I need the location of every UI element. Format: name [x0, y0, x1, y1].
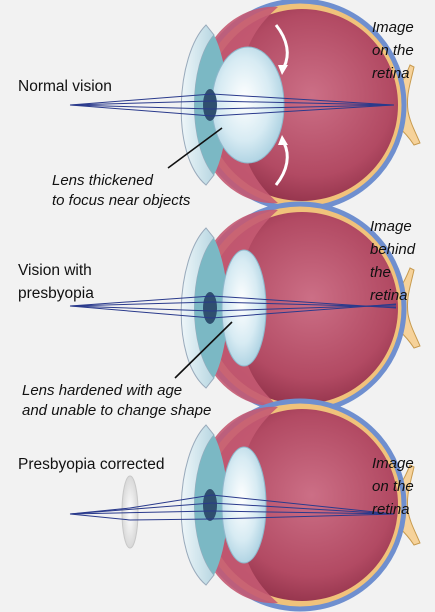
image-note-corrected-line1: Image — [372, 455, 414, 472]
image-note-presbyopia-line1: Image — [370, 218, 412, 235]
panel-presbyopia: Vision with presbyopia Lens hardened wit… — [18, 204, 420, 419]
caption-presbyopia-line2: and unable to change shape — [22, 402, 211, 419]
caption-presbyopia-line1: Lens hardened with age — [22, 382, 182, 399]
image-note-corrected-line2: on the — [372, 478, 414, 495]
panel-normal-vision: Normal vision Lens thickened to focus ne… — [18, 1, 420, 209]
label-presbyopia-line1: Vision with — [18, 262, 92, 279]
image-note-normal-line2: on the — [372, 42, 414, 59]
label-presbyopia-corrected: Presbyopia corrected — [18, 456, 164, 473]
caption-normal-line1: Lens thickened — [52, 172, 154, 189]
panel-presbyopia-corrected: Presbyopia corrected Image on the retina — [18, 401, 420, 609]
image-note-presbyopia-line4: retina — [370, 287, 408, 304]
image-note-normal-line1: Image — [372, 19, 414, 36]
image-note-presbyopia-line3: the — [370, 264, 391, 281]
label-normal-vision: Normal vision — [18, 78, 112, 95]
image-note-corrected-line3: retina — [372, 501, 410, 518]
label-presbyopia-line2: presbyopia — [18, 285, 94, 302]
caption-normal-line2: to focus near objects — [52, 192, 191, 209]
image-note-presbyopia-line2: behind — [370, 241, 416, 258]
image-note-normal-line3: retina — [372, 65, 410, 82]
corrective-lens — [122, 476, 138, 548]
